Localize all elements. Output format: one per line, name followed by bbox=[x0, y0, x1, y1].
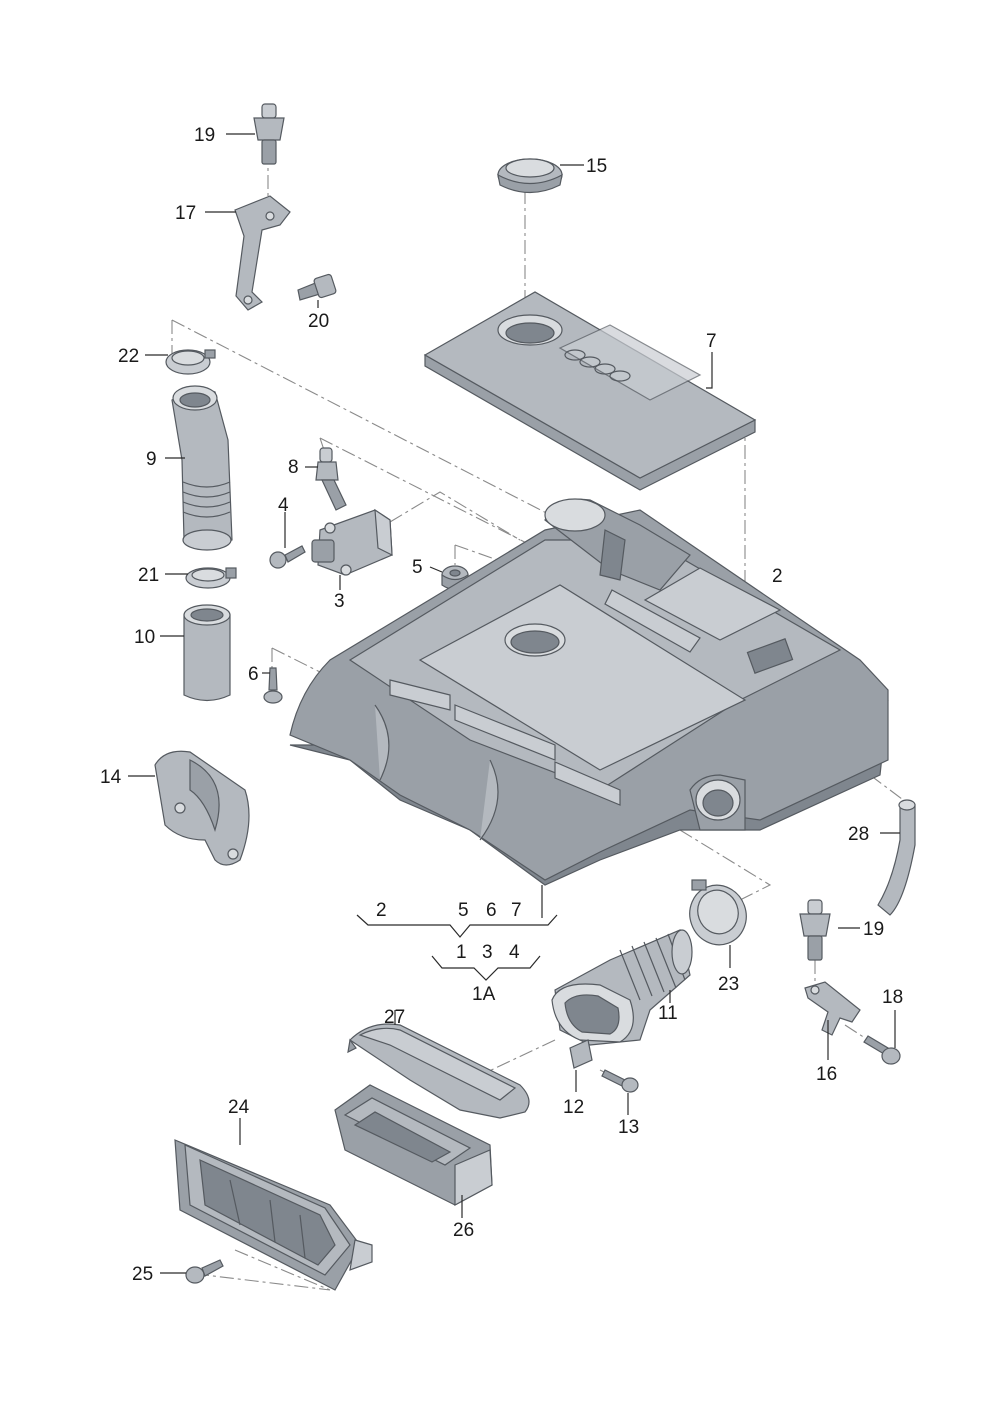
part-10-tube bbox=[183, 604, 231, 702]
part-23-clamp bbox=[689, 879, 747, 946]
callout-27: 27 bbox=[384, 1007, 405, 1028]
callout-5-assembly: 5 bbox=[458, 900, 469, 921]
callout-24: 24 bbox=[228, 1097, 250, 1118]
callout-21: 21 bbox=[138, 565, 159, 586]
part-13-screw bbox=[601, 1069, 639, 1093]
callout-3-assembly: 3 bbox=[482, 942, 493, 963]
callout-4-assembly: 4 bbox=[509, 942, 520, 963]
callout-10: 10 bbox=[134, 627, 155, 648]
callout-16: 16 bbox=[816, 1064, 837, 1085]
callout-23: 23 bbox=[718, 974, 739, 995]
callout-4-main: 4 bbox=[278, 495, 289, 516]
part-22-clamp bbox=[165, 349, 216, 375]
part-8-stud bbox=[315, 447, 347, 511]
brace-assembly-1 bbox=[356, 914, 558, 938]
brace-assembly-1a bbox=[431, 955, 541, 981]
callout-19-top: 19 bbox=[194, 125, 215, 146]
callout-7-assembly: 7 bbox=[511, 900, 522, 921]
part-27-cover bbox=[347, 1023, 530, 1119]
part-6-screw bbox=[263, 667, 283, 704]
callout-2-assembly: 2 bbox=[376, 900, 387, 921]
part-26-air-guide bbox=[334, 1084, 493, 1207]
part-12-clip bbox=[569, 1039, 593, 1069]
callout-8: 8 bbox=[288, 457, 299, 478]
callout-1: 1 bbox=[456, 942, 467, 963]
callout-22: 22 bbox=[118, 346, 139, 367]
part-16-bracket bbox=[804, 981, 861, 1036]
part-25-bolt bbox=[185, 1259, 224, 1284]
callout-labels: 19 15 17 20 7 22 9 8 4 5 2 21 3 10 6 14 … bbox=[100, 125, 903, 1285]
part-3-sensor bbox=[311, 508, 393, 576]
callout-19-lower: 19 bbox=[863, 919, 884, 940]
callout-28: 28 bbox=[848, 824, 869, 845]
callout-5-main: 5 bbox=[412, 557, 423, 578]
part-21-clamp bbox=[185, 567, 237, 589]
callout-20: 20 bbox=[308, 311, 329, 332]
callout-11: 11 bbox=[658, 1003, 678, 1024]
callout-2-main: 2 bbox=[772, 566, 783, 587]
part-19-stud-lower bbox=[799, 899, 831, 961]
callout-12: 12 bbox=[563, 1097, 584, 1118]
callout-17: 17 bbox=[175, 203, 196, 224]
callout-1a: 1A bbox=[472, 984, 496, 1005]
part-2-engine-cover bbox=[289, 498, 889, 886]
callout-25: 25 bbox=[132, 1264, 153, 1285]
part-4-screw bbox=[269, 545, 306, 569]
part-11-intake-duct bbox=[551, 929, 693, 1046]
part-19-stud-top bbox=[253, 103, 285, 165]
callout-9: 9 bbox=[146, 449, 157, 470]
part-15-grommet bbox=[497, 158, 563, 194]
callout-3-main: 3 bbox=[334, 591, 345, 612]
leader-lines bbox=[128, 133, 900, 1274]
callout-18: 18 bbox=[882, 987, 903, 1008]
part-14-bracket-plate bbox=[154, 750, 250, 866]
callout-6-main: 6 bbox=[248, 664, 259, 685]
callout-6-assembly: 6 bbox=[486, 900, 497, 921]
part-9-hose bbox=[171, 385, 233, 551]
part-18-bolt bbox=[863, 1035, 901, 1065]
part-24-air-box bbox=[174, 1139, 373, 1291]
part-28-hose bbox=[877, 799, 916, 916]
assembly-braces bbox=[356, 914, 558, 981]
callout-7-main: 7 bbox=[706, 331, 717, 352]
callout-14: 14 bbox=[100, 767, 122, 788]
callout-26: 26 bbox=[453, 1220, 474, 1241]
part-17-bracket bbox=[234, 195, 291, 311]
part-7-cover-plate bbox=[423, 291, 757, 491]
callout-15: 15 bbox=[586, 156, 607, 177]
callout-13: 13 bbox=[618, 1117, 639, 1138]
part-20-bolt bbox=[297, 273, 337, 301]
